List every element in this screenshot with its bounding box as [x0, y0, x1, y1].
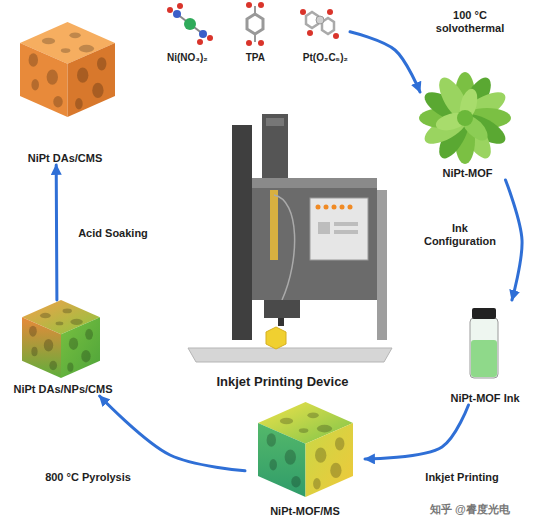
step-label: Acid Soaking: [67, 226, 159, 241]
product-node: NiPt-MOF Ink: [430, 300, 540, 405]
node-label: NiPt-MOF: [440, 166, 494, 180]
node-label: Ni(NO₃)₂: [165, 51, 210, 64]
product-node: NiPt DAs/NPs/CMS: [2, 300, 124, 396]
product-node: NiPt-MOF: [420, 70, 515, 180]
node-label: Pt(O₂C₅)₂: [301, 51, 350, 64]
np-cube: [22, 300, 100, 378]
node-label: NiPt DAs/NPs/CMS: [11, 382, 114, 396]
device-node: Inkjet Printing Device: [175, 110, 390, 390]
step-label: Ink Configuration: [420, 221, 500, 249]
mos-cube: [258, 402, 353, 497]
process-arrow: [100, 396, 245, 471]
ink-vial: [470, 308, 498, 378]
node-label: TPA: [244, 51, 267, 64]
node-label: Inkjet Printing Device: [214, 374, 350, 390]
node-label: NiPt-MOF Ink: [448, 391, 521, 405]
mof-flower: [419, 72, 511, 164]
node-label: NiPt DAs/CMS: [26, 151, 105, 165]
printer-device: [188, 114, 392, 362]
process-arrow: [506, 180, 523, 300]
precursor-group: Ni(NO₃)₂ TPA Pt(O₂C₅)₂: [165, 2, 350, 64]
product-node: NiPt DAs/CMS: [10, 15, 120, 165]
node-label: NiPt-MOF/MS: [268, 504, 342, 518]
watermark: 知乎 @睿度光电: [430, 502, 510, 517]
process-arrow: [350, 32, 420, 92]
process-arrow: [55, 165, 59, 300]
cms-cube: [20, 22, 115, 117]
process-arrow: [365, 405, 469, 459]
step-label: 800 °C Pyrolysis: [32, 470, 144, 485]
step-label: Inkjet Printing: [412, 470, 512, 485]
step-label: 100 °C solvothermal: [430, 8, 510, 36]
precursor-molecules: [167, 2, 339, 46]
product-node: NiPt-MOF/MS: [245, 400, 365, 518]
